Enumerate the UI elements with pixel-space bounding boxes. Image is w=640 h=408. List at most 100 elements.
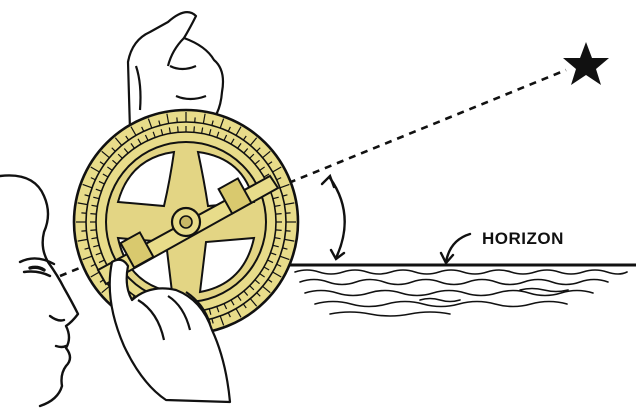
- rim-tick: [90, 263, 96, 267]
- inner-tick: [249, 153, 255, 159]
- inner-tick: [160, 129, 164, 136]
- inner-tick: [201, 127, 204, 134]
- sea: [288, 263, 636, 317]
- rim-tick: [262, 150, 271, 159]
- inner-tick: [107, 166, 113, 171]
- inner-tick: [168, 127, 171, 134]
- inner-tick: [98, 259, 105, 264]
- rim-tick: [219, 315, 225, 326]
- rim-tick: [77, 238, 88, 242]
- rim-tick: [211, 120, 214, 126]
- inner-tick: [259, 273, 265, 278]
- inner-tick: [274, 204, 281, 207]
- inner-tick: [91, 237, 98, 240]
- inner-tick: [267, 259, 274, 264]
- rim-tick: [235, 308, 242, 318]
- inner-tick: [237, 295, 242, 301]
- rim-tick: [276, 177, 282, 181]
- inner-tick: [263, 173, 270, 178]
- inner-tick: [230, 299, 235, 306]
- inner-tick: [193, 126, 195, 133]
- inner-tick: [130, 143, 135, 149]
- rim-tick: [284, 238, 295, 242]
- rim-tick: [249, 298, 258, 307]
- inner-tick: [254, 159, 260, 165]
- inner-tick: [90, 229, 97, 231]
- rim-tick: [282, 194, 288, 197]
- inner-tick: [112, 159, 118, 165]
- lower-hand: [108, 258, 232, 404]
- inner-tick: [243, 148, 249, 154]
- inner-tick: [275, 229, 282, 231]
- rim-tick: [166, 113, 170, 124]
- inner-tick: [249, 285, 255, 291]
- rim-tick: [77, 202, 88, 206]
- inner-tick: [117, 153, 123, 159]
- rim-tick: [111, 147, 116, 152]
- rim-tick: [158, 120, 161, 126]
- inner-tick: [237, 143, 242, 149]
- rim-tick: [227, 312, 231, 318]
- rim-tick: [90, 271, 100, 278]
- rim-tick: [114, 137, 123, 146]
- inner-tick: [254, 279, 260, 285]
- rim-tick: [147, 118, 153, 129]
- inner-tick: [263, 266, 270, 271]
- inner-tick: [93, 244, 100, 248]
- inner-tick: [208, 129, 212, 136]
- inner-tick: [216, 131, 220, 138]
- horizon-pointer: [439, 232, 472, 266]
- inner-tick: [177, 126, 179, 133]
- rim-tick: [242, 303, 247, 309]
- inner-tick: [243, 290, 249, 296]
- inner-tick: [270, 252, 277, 256]
- rim-tick: [256, 147, 261, 152]
- rim-tick: [82, 255, 93, 261]
- rim-tick: [99, 161, 105, 166]
- angle-icon: [320, 173, 346, 261]
- rim-tick: [276, 263, 282, 267]
- inner-tick: [272, 244, 279, 248]
- inner-tick: [223, 134, 228, 141]
- rim-tick: [227, 126, 231, 132]
- rim-tick: [219, 118, 225, 129]
- rim-tick: [272, 271, 282, 278]
- rim-tick: [130, 126, 137, 136]
- inner-tick: [93, 196, 100, 200]
- rim-tick: [249, 137, 258, 146]
- rim-tick: [125, 135, 130, 141]
- inner-tick: [95, 188, 102, 192]
- inner-tick: [259, 166, 265, 171]
- rim-tick: [90, 177, 96, 181]
- inner-tick: [208, 308, 212, 315]
- rim-tick: [84, 194, 90, 197]
- rim-tick: [84, 247, 90, 250]
- inner-tick: [98, 180, 105, 185]
- rim-tick: [202, 113, 206, 124]
- rim-tick: [101, 150, 110, 159]
- inner-tick: [275, 213, 282, 215]
- observer-face: [0, 174, 80, 408]
- inner-tick: [95, 252, 102, 256]
- star-icon: [563, 42, 609, 85]
- inner-tick: [90, 213, 97, 215]
- rim-tick: [82, 183, 93, 189]
- rim-tick: [211, 318, 214, 324]
- rim-tick: [242, 135, 247, 141]
- rim-tick: [272, 166, 282, 173]
- rim-tick: [279, 255, 290, 261]
- inner-tick: [152, 131, 156, 138]
- inner-tick: [144, 134, 149, 141]
- inner-tick: [230, 138, 235, 145]
- rim-tick: [284, 202, 295, 206]
- sea-waves: [294, 269, 628, 317]
- rim-tick: [90, 166, 100, 173]
- rim-tick: [101, 285, 110, 294]
- rim-ticks: [76, 112, 296, 332]
- rim-tick: [262, 285, 271, 294]
- inner-tick: [91, 204, 98, 207]
- rim-tick: [282, 247, 288, 250]
- rim-tick: [235, 126, 242, 136]
- inner-tick: [274, 237, 281, 240]
